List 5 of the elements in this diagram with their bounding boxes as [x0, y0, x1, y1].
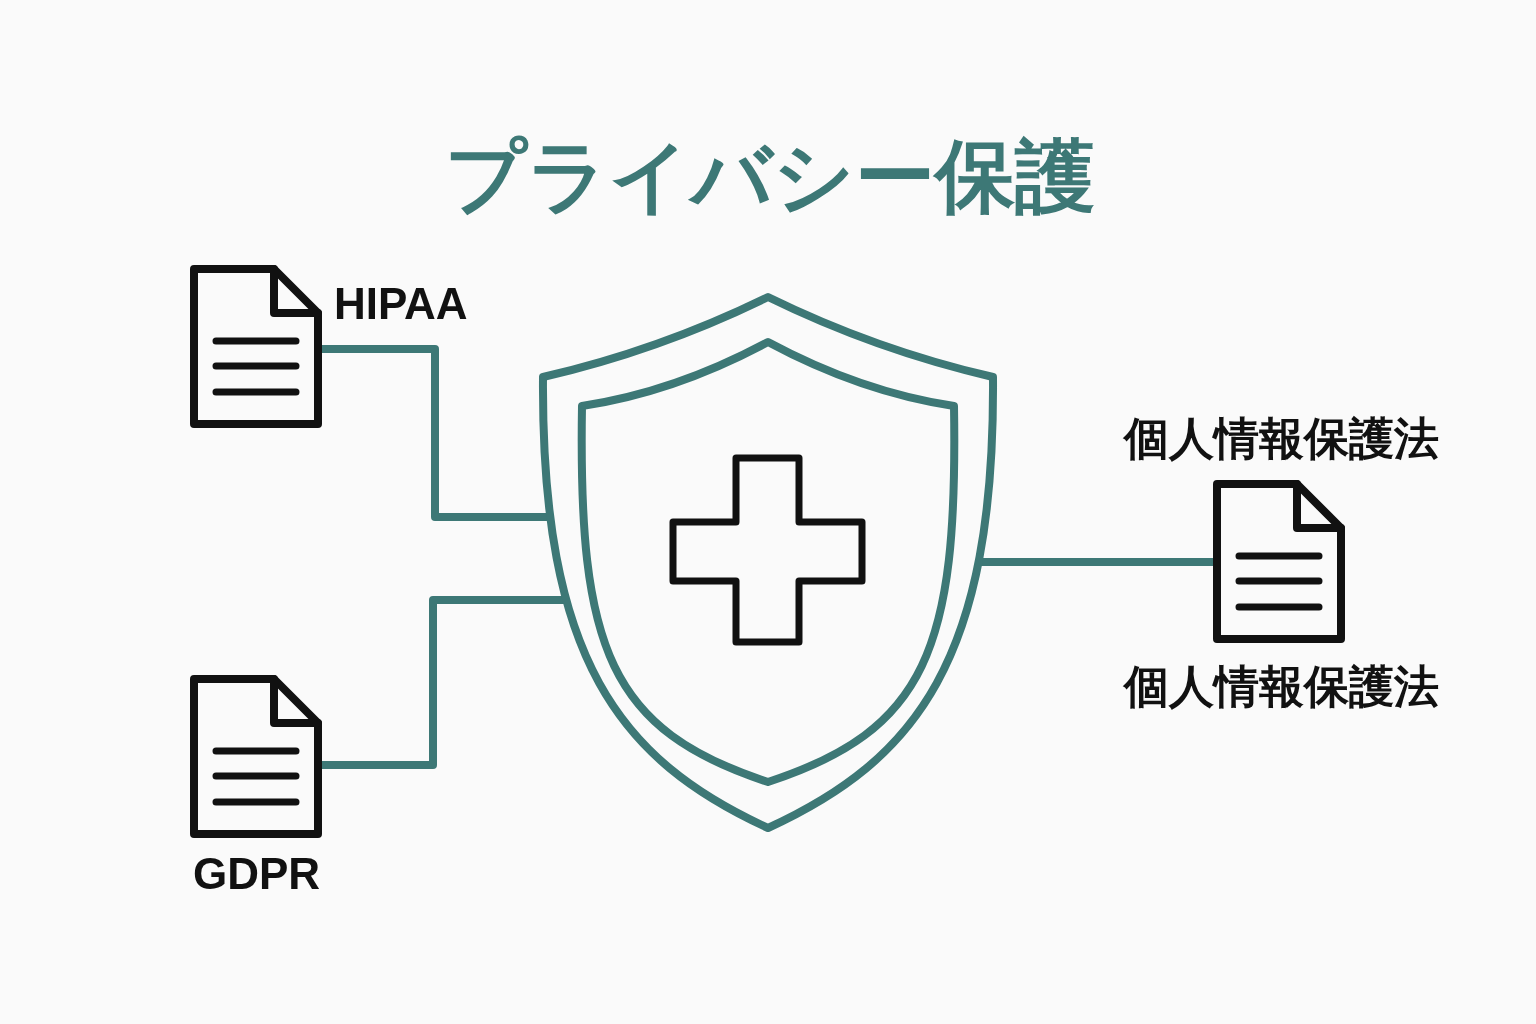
document-label: HIPAA	[334, 282, 468, 326]
document-label: 個人情報保護法	[1123, 416, 1439, 461]
document-label: GDPR	[193, 852, 321, 896]
title: プライバシー保護	[445, 137, 1095, 217]
document-label: 個人情報保護法	[1123, 664, 1439, 709]
